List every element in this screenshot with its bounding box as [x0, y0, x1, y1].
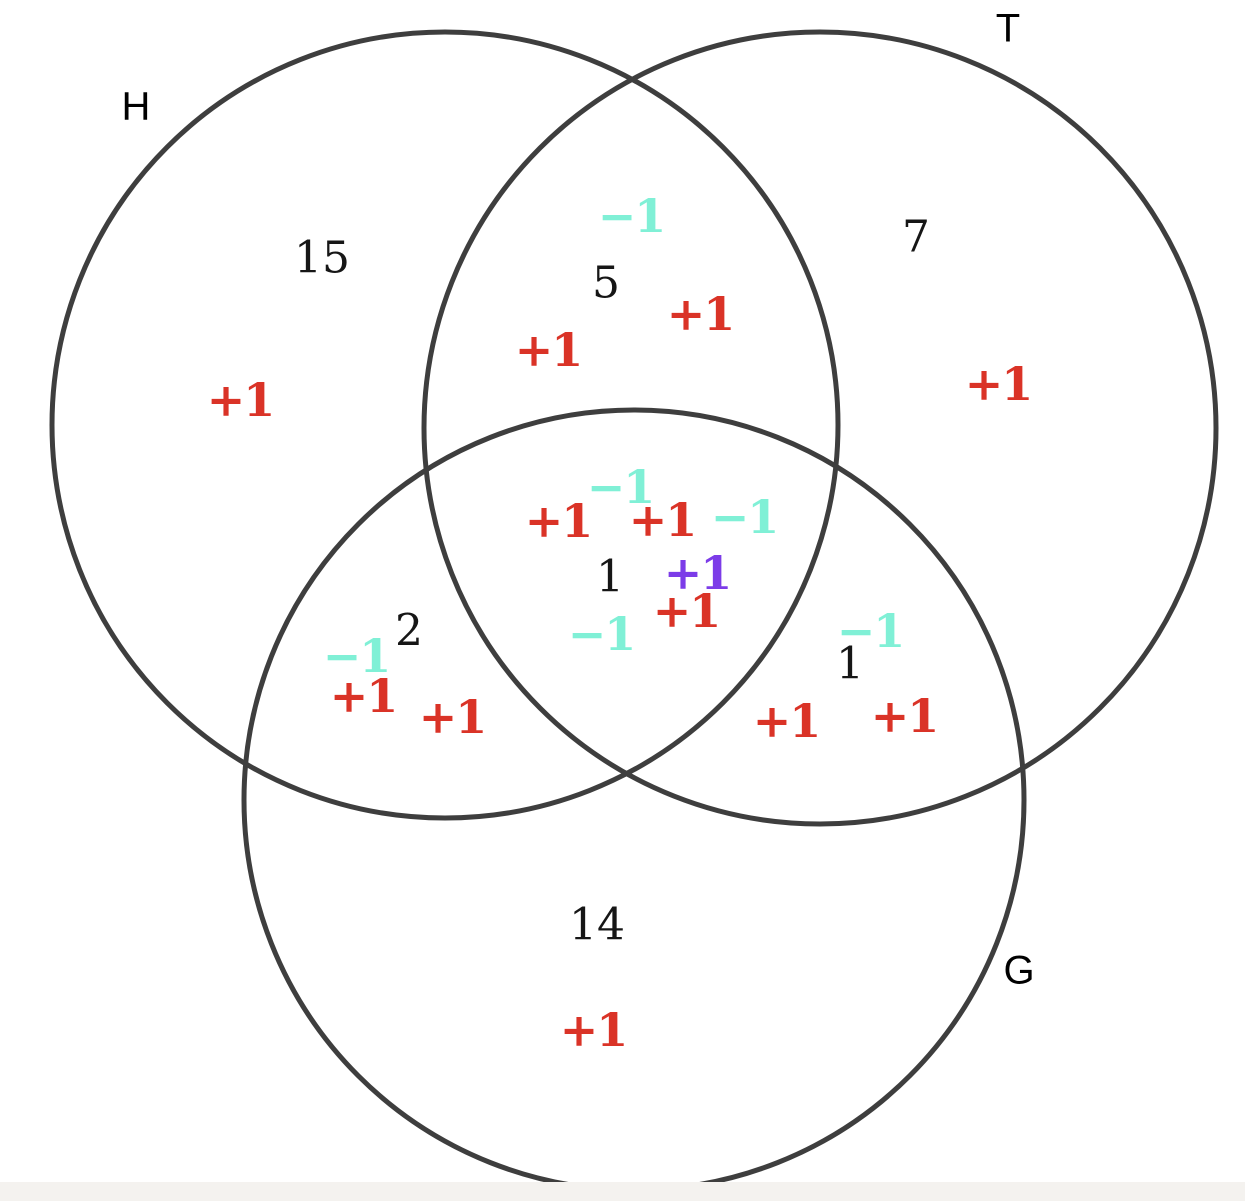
count-h-and-g: 2 [395, 605, 423, 657]
mark-plus1-h-and-g-left: +1 [329, 669, 399, 723]
circle-h [49, 29, 841, 821]
mark-minus1-t-and-g: −1 [836, 604, 906, 658]
count-h-and-t: 5 [592, 257, 620, 309]
mark-plus1-center-left: +1 [524, 494, 594, 548]
mark-minus1-h-and-g: −1 [322, 629, 392, 683]
circle-t [421, 29, 1219, 827]
mark-plus1-center-mid: +1 [628, 493, 698, 547]
mark-minus1-center-bottom: −1 [567, 607, 637, 661]
set-label-g: G [1003, 948, 1035, 993]
set-label-h: H [121, 84, 151, 129]
mark-plus1-t-only: +1 [964, 357, 1034, 411]
mark-plus1-h-only: +1 [206, 373, 276, 427]
mark-minus1-center-top: −1 [586, 460, 656, 514]
mark-minus1-h-and-t: −1 [597, 189, 667, 243]
mark-plus1-t-and-g-left: +1 [752, 694, 822, 748]
count-t-only: 7 [902, 211, 930, 263]
mark-plus1-center-lower: +1 [652, 584, 722, 638]
set-label-t: T [995, 6, 1021, 51]
mark-plus1-g-only: +1 [559, 1003, 629, 1057]
count-t-and-g: 1 [836, 638, 864, 690]
mark-plus1-h-and-t-right: +1 [666, 287, 736, 341]
mark-plus1-h-and-t-left: +1 [514, 323, 584, 377]
mark-plus1-h-and-g-right: +1 [418, 690, 488, 744]
count-h-only: 15 [294, 232, 350, 284]
count-g-only: 14 [569, 899, 625, 951]
mark-plus1-t-and-g-right: +1 [870, 689, 940, 743]
footer-strip [0, 1182, 1245, 1201]
count-h-t-g: 1 [596, 551, 624, 603]
mark-minus1-center-right: −1 [710, 490, 780, 544]
mark-plus1-center-purple: +1 [663, 546, 733, 600]
